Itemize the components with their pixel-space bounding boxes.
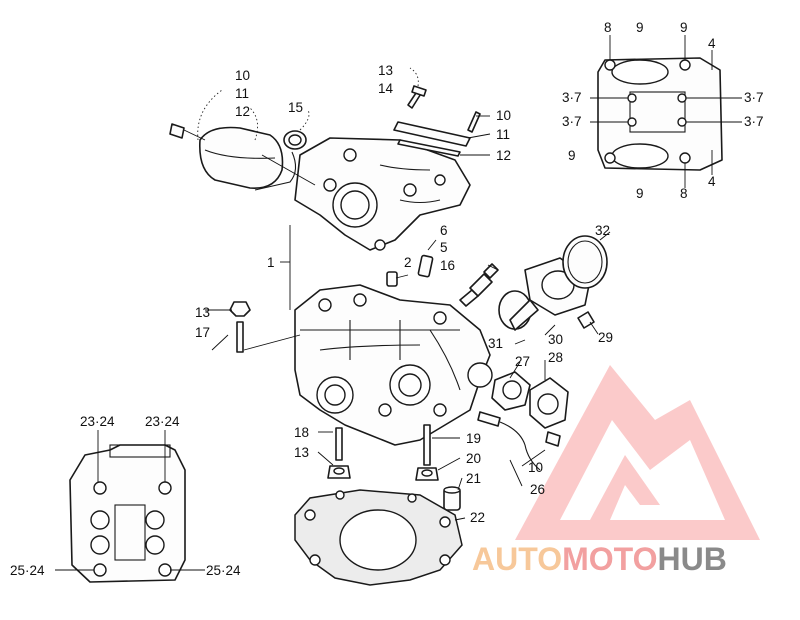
- bolt-13-14: [407, 67, 427, 109]
- label-11a: 11: [235, 86, 249, 101]
- label-25-24a: 25·24: [10, 563, 45, 578]
- label-32: 32: [595, 223, 610, 238]
- spark-plug-16: [459, 263, 499, 307]
- label-18: 18: [294, 425, 309, 440]
- label-1: 1: [267, 255, 275, 270]
- cam-holder-block: [294, 137, 471, 251]
- dowel-21: [443, 486, 461, 511]
- label-17: 17: [195, 325, 210, 340]
- stud-18: [327, 427, 351, 479]
- label-8b: 8: [680, 186, 688, 201]
- label-20: 20: [466, 451, 481, 466]
- watermark-text: AUTOMOTOHUB: [472, 541, 727, 577]
- label-10a: 10: [235, 68, 250, 83]
- label-3-7b: 3·7: [744, 90, 764, 105]
- label-4b: 4: [708, 174, 716, 189]
- detail-cover-top: [590, 35, 742, 188]
- label-5: 5: [440, 240, 448, 255]
- thermostat-27: [491, 371, 531, 411]
- label-28: 28: [548, 350, 563, 365]
- label-23-24b: 23·24: [145, 414, 180, 429]
- label-30: 30: [548, 332, 563, 347]
- label-10b: 10: [496, 108, 511, 123]
- dowel-2: [386, 271, 398, 287]
- watermark-auto: AUTO: [472, 541, 562, 577]
- label-12b: 12: [496, 148, 511, 163]
- label-14: 14: [378, 81, 394, 96]
- valve-cover-left: [169, 89, 297, 191]
- watermark-logo: [515, 365, 760, 540]
- label-22: 22: [470, 510, 485, 525]
- label-9a: 9: [636, 20, 644, 35]
- label-19: 19: [466, 431, 481, 446]
- label-27: 27: [515, 354, 530, 369]
- label-3-7a: 3·7: [562, 90, 582, 105]
- stud-13-17: [229, 301, 301, 353]
- assembly-bracket-1: [280, 225, 291, 310]
- label-16: 16: [440, 258, 455, 273]
- bolt-29: [577, 311, 599, 335]
- dowel-5-6: [417, 239, 437, 278]
- label-13b: 13: [195, 305, 210, 320]
- label-12a: 12: [235, 104, 250, 119]
- label-26: 26: [530, 482, 545, 497]
- label-9b: 9: [680, 20, 688, 35]
- label-9d: 9: [636, 186, 644, 201]
- gasket-strip: [393, 111, 491, 157]
- label-10c: 10: [528, 460, 543, 475]
- detail-head-bottom: [55, 430, 205, 583]
- cover-28: [529, 377, 569, 429]
- leader-lines: [205, 154, 556, 521]
- temp-sensor-26: [477, 411, 561, 471]
- label-3-7c: 3·7: [562, 114, 582, 129]
- label-25-24b: 25·24: [206, 563, 241, 578]
- label-2: 2: [404, 255, 412, 270]
- label-29: 29: [598, 330, 613, 345]
- label-8a: 8: [604, 20, 612, 35]
- watermark-inner: [590, 455, 660, 520]
- cylinder-head: [294, 284, 493, 446]
- label-11b: 11: [496, 127, 510, 142]
- label-3-7d: 3·7: [744, 114, 764, 129]
- label-23-24a: 23·24: [80, 414, 115, 429]
- label-6: 6: [440, 223, 448, 238]
- label-21: 21: [466, 471, 481, 486]
- head-gasket-22: [294, 489, 463, 586]
- stud-19-20: [415, 424, 439, 481]
- label-9c: 9: [568, 148, 576, 163]
- label-31: 31: [488, 336, 503, 351]
- label-13c: 13: [294, 445, 309, 460]
- label-4a: 4: [708, 36, 716, 51]
- watermark-triangle: [515, 365, 760, 540]
- watermark-hub: HUB: [657, 541, 726, 577]
- label-15: 15: [288, 100, 303, 115]
- part-labels: 10 11 12 15 13 14 10 11 12 1 6 5 2 16 32…: [10, 20, 764, 578]
- seal-ring-15: [283, 109, 310, 150]
- watermark-moto: MOTO: [562, 541, 657, 577]
- label-13a: 13: [378, 63, 393, 78]
- clamp-32: [562, 231, 611, 289]
